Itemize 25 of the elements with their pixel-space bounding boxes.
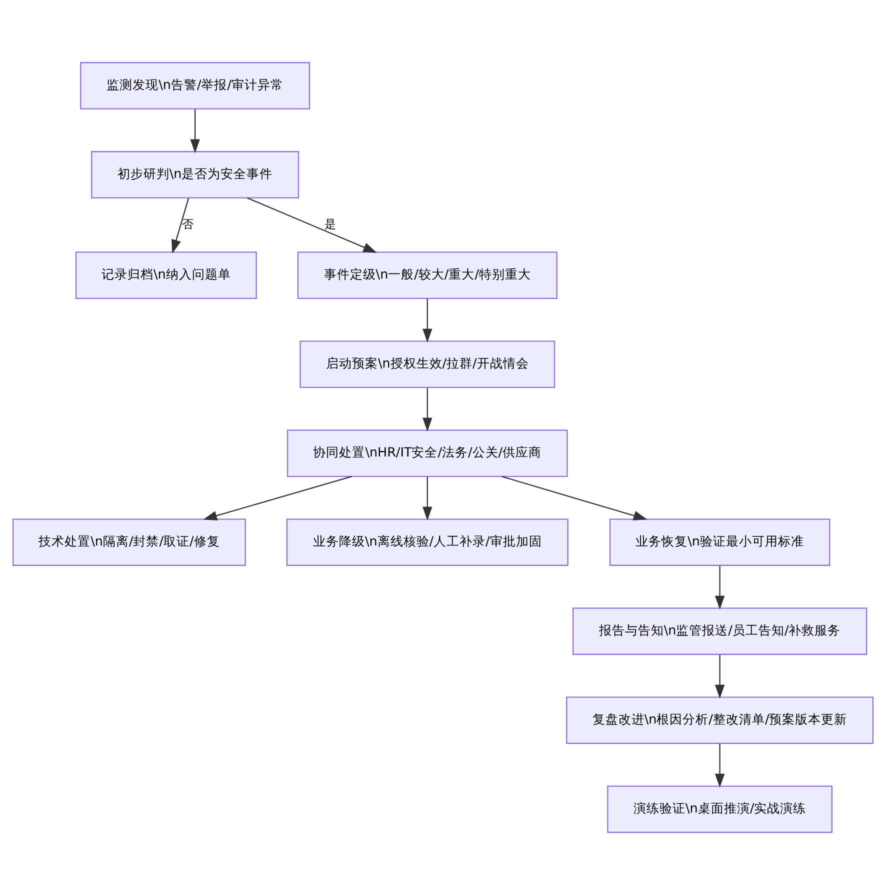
arrow [171, 198, 190, 254]
node-box: 业务降级\n离线核验/人工补录/审批加固 [286, 518, 568, 566]
arrow [714, 744, 725, 788]
node-box: 记录归档\n纳入问题单 [75, 252, 257, 299]
arrow [501, 476, 648, 520]
edge-label: 是 [324, 216, 336, 231]
node-box: 初步研判\n是否为安全事件 [91, 151, 300, 198]
arrow [422, 388, 432, 432]
node-box: 协同处置\nHR/IT安全/法务/公关/供应商 [286, 430, 568, 477]
arrow [422, 298, 432, 343]
node-box: 启动预案\n授权生效/拉群/开战情会 [300, 340, 556, 388]
node-box: 监测发现\n告警/举报/审计异常 [80, 62, 310, 110]
arrow [714, 566, 725, 610]
arrow [422, 476, 432, 521]
arrow [203, 476, 352, 520]
arrow [714, 654, 725, 699]
node-box: 事件定级\n一般/较大/重大/特别重大 [297, 252, 558, 299]
arrow [190, 109, 200, 154]
arrow [247, 197, 378, 253]
node-box: 复盘改进\n根因分析/整改清单/预案版本更新 [566, 696, 874, 744]
node-box: 技术处置\n隔离/封禁/取证/修复 [12, 518, 246, 566]
edge-label: 否 [182, 216, 194, 231]
node-box: 业务恢复\n验证最小可用标准 [609, 518, 830, 566]
node-box: 报告与告知\n监管报送/员工告知/补救服务 [572, 608, 868, 655]
node-box: 演练验证\n桌面推演/实战演练 [607, 786, 832, 833]
